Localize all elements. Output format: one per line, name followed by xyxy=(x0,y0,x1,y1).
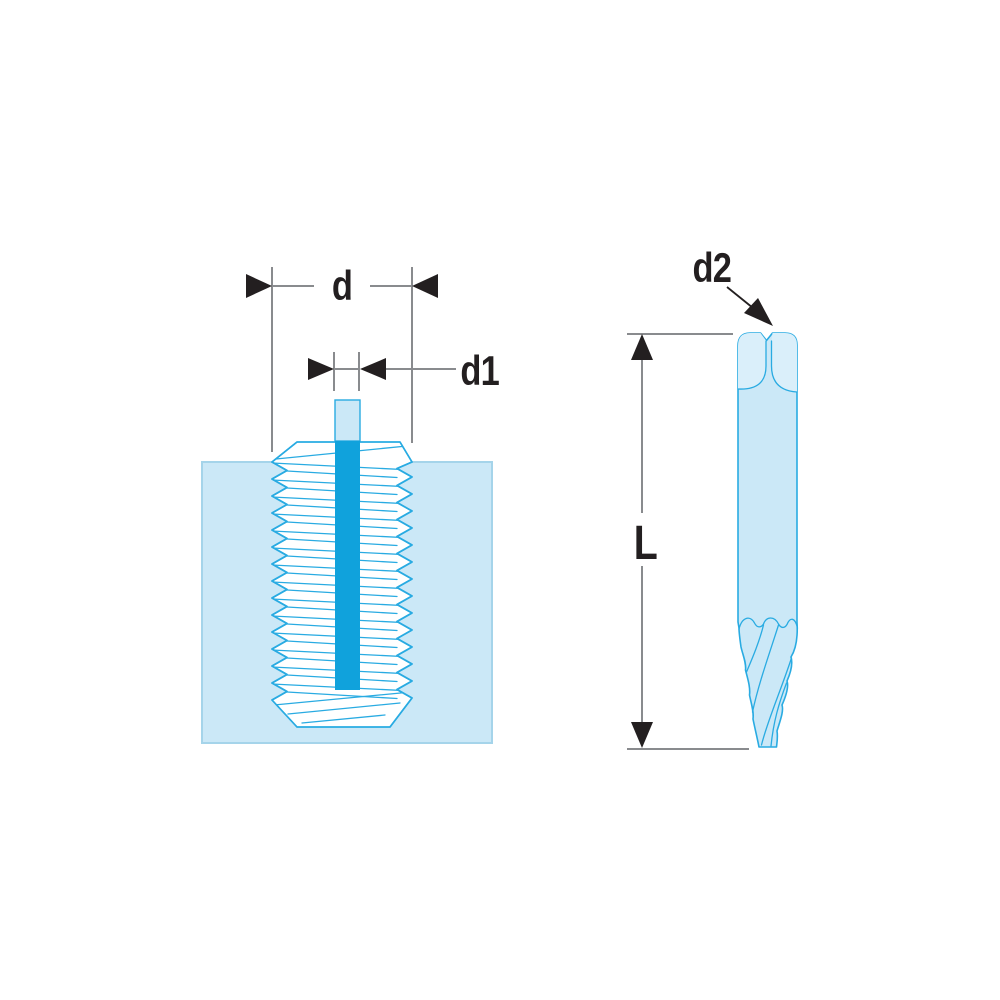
dimension-label-d1: d1 xyxy=(460,348,499,395)
dimension-L: L xyxy=(627,333,749,750)
arrowhead-right-icon xyxy=(246,274,272,298)
thread-line xyxy=(301,714,386,724)
flute-spiral xyxy=(745,624,765,673)
arrowhead-down-icon xyxy=(631,722,653,748)
threaded-insert-outline xyxy=(271,441,413,728)
extractor-side-view: d2 L xyxy=(627,245,799,750)
hex-facet-right xyxy=(771,333,797,392)
thread-line xyxy=(286,691,398,700)
thread-line xyxy=(287,702,401,715)
flute-scallops xyxy=(738,617,799,630)
arrowhead-icon xyxy=(744,298,773,326)
dimension-d1: d1 xyxy=(308,348,500,395)
flute-spiral xyxy=(770,682,788,747)
flute-spiral xyxy=(751,624,780,713)
stud-top xyxy=(334,399,361,442)
dimension-d: d xyxy=(246,263,438,452)
dimension-label-d: d xyxy=(332,263,352,310)
hex-facet-left xyxy=(738,333,766,390)
flute-spiral xyxy=(760,657,793,746)
arrowhead-up-icon xyxy=(631,334,653,360)
thread-line xyxy=(273,691,412,706)
leader-line xyxy=(726,286,754,309)
dimension-d2: d2 xyxy=(692,245,773,326)
facet-edge xyxy=(737,340,767,390)
insert-front-view: d d1 xyxy=(201,263,500,744)
extractor-body xyxy=(737,332,799,748)
arrowhead-right-icon xyxy=(308,358,334,380)
arrowhead-left-icon xyxy=(360,358,386,380)
facet-edge xyxy=(770,340,798,393)
dimension-label-d2: d2 xyxy=(692,245,731,292)
stud-rod xyxy=(335,441,360,690)
arrowhead-left-icon xyxy=(412,274,438,298)
dimension-label-L: L xyxy=(634,516,657,570)
